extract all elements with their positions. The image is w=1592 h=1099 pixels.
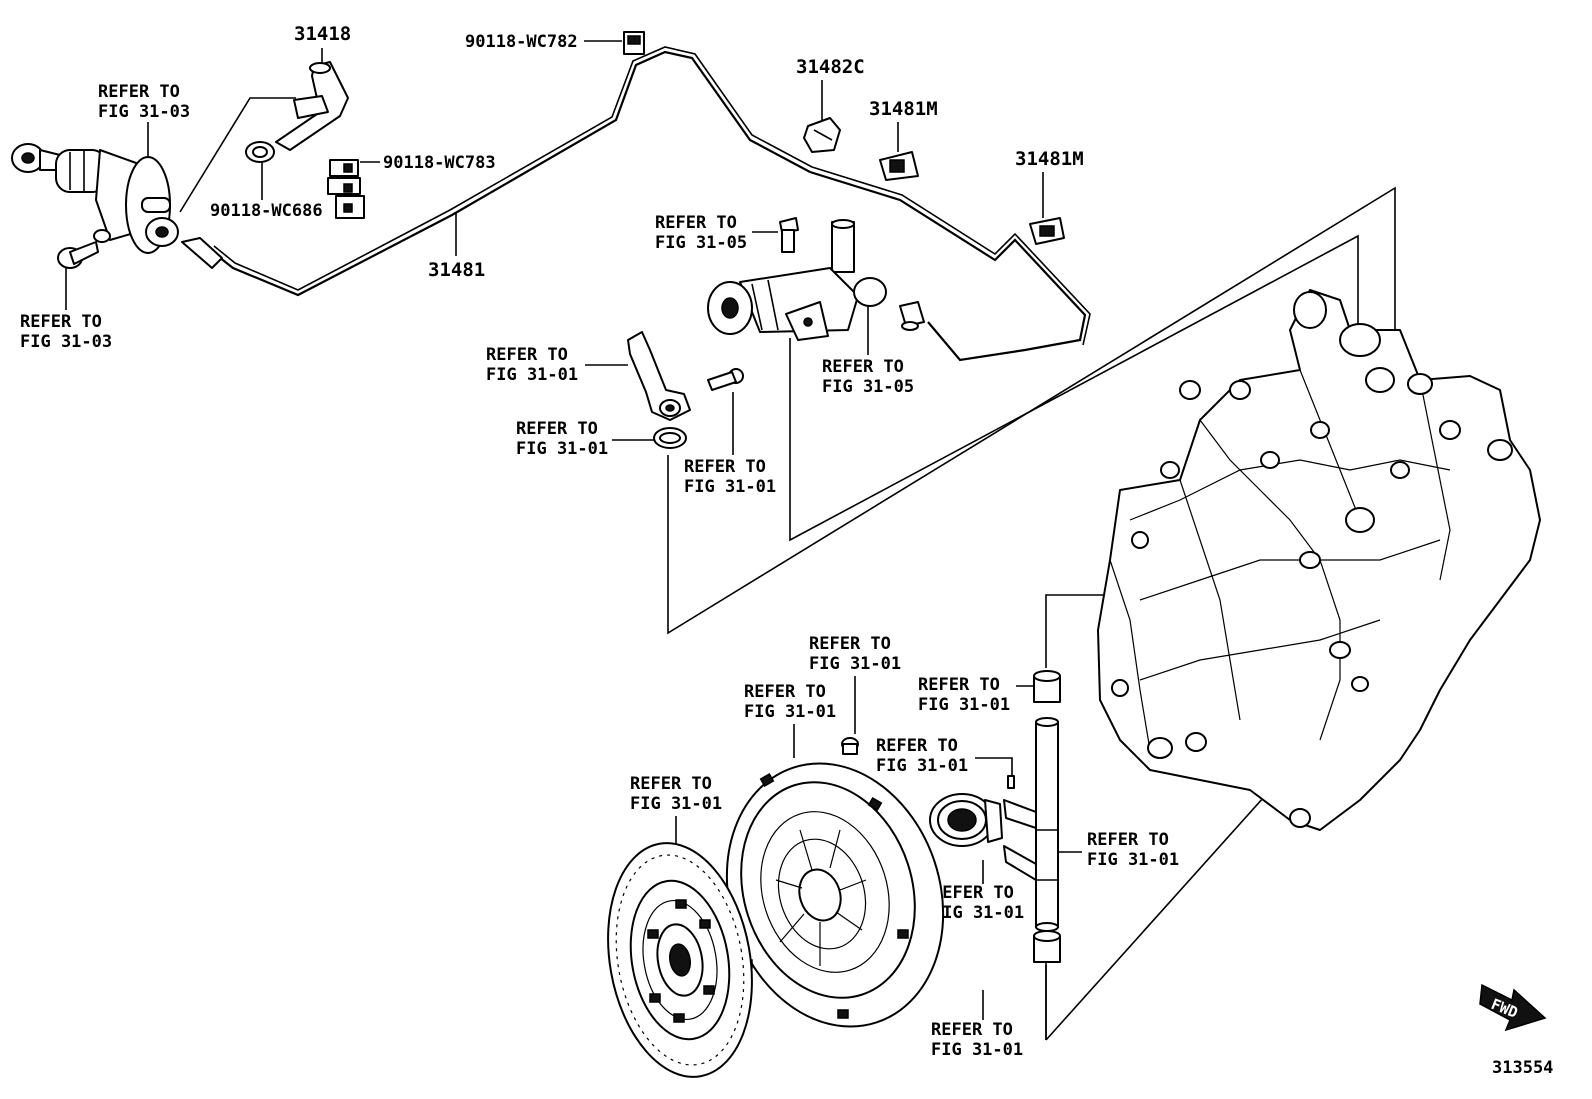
svg-text:FIG 31-01: FIG 31-01 [876,756,968,776]
part-label-31482c[interactable]: 31482C [796,56,865,78]
illustration-number: 313554 [1492,1058,1553,1078]
bolt-pressure-plate[interactable] [841,737,859,755]
svg-text:FIG 31-03: FIG 31-03 [20,332,112,352]
svg-text:FIG 31-01: FIG 31-01 [932,903,1024,923]
svg-text:REFER TO: REFER TO [655,213,737,233]
svg-text:REFER TO: REFER TO [931,1020,1013,1040]
bolt-left[interactable] [57,241,99,269]
refer-label-2[interactable]: REFER TO FIG 31-03 [20,312,112,352]
svg-text:REFER TO: REFER TO [822,357,904,377]
refer-label-6[interactable]: REFER TO FIG 31-01 [516,419,608,459]
svg-text:REFER TO: REFER TO [516,419,598,439]
svg-text:FIG 31-01: FIG 31-01 [931,1040,1023,1060]
clip-90118-wc782[interactable] [623,31,645,55]
tube-clamp-90118-wc783[interactable] [327,159,365,219]
bushing-lower[interactable] [1033,930,1061,963]
refer-label-11[interactable]: REFER TO FIG 31-01 [876,736,968,776]
clip-31481m-b[interactable] [1029,217,1065,245]
svg-text:FIG 31-01: FIG 31-01 [630,794,722,814]
svg-text:REFER TO: REFER TO [20,312,102,332]
svg-text:REFER TO: REFER TO [744,682,826,702]
part-label-31481m-a[interactable]: 31481M [869,98,938,120]
svg-text:FIG 31-01: FIG 31-01 [744,702,836,722]
svg-text:FIG 31-01: FIG 31-01 [516,439,608,459]
svg-text:REFER TO: REFER TO [1087,830,1169,850]
svg-text:REFER TO: REFER TO [98,82,180,102]
part-label-90118-wc783[interactable]: 90118-WC783 [383,153,496,173]
release-lever-arm[interactable] [627,331,691,421]
svg-text:REFER TO: REFER TO [630,774,712,794]
release-bearing[interactable] [929,793,1003,847]
svg-text:REFER TO: REFER TO [809,634,891,654]
svg-text:REFER TO: REFER TO [918,675,1000,695]
release-fork-shaft[interactable] [1003,717,1059,932]
svg-text:FIG 31-01: FIG 31-01 [684,477,776,497]
hose-clamp-90118-wc686[interactable] [245,141,275,163]
washer-ring[interactable] [653,427,687,449]
part-label-31481[interactable]: 31481 [428,259,485,281]
clip-bearing[interactable] [1007,775,1015,789]
transmission-housing [1097,289,1541,831]
svg-text:FIG 31-01: FIG 31-01 [918,695,1010,715]
refer-label-8[interactable]: REFER TO FIG 31-01 [809,634,901,674]
bolt-center-top[interactable] [779,217,799,253]
clip-31481m-a[interactable] [879,151,919,181]
refer-label-1[interactable]: REFER TO FIG 31-03 [98,82,190,122]
refer-label-14[interactable]: REFER TO FIG 31-01 [932,883,1024,923]
part-label-31418[interactable]: 31418 [294,23,351,45]
refer-label-13[interactable]: REFER TO FIG 31-01 [1087,830,1179,870]
leader-lines [65,40,1082,1020]
bushing-upper[interactable] [1033,670,1061,703]
svg-text:REFER TO: REFER TO [932,883,1014,903]
svg-text:REFER TO: REFER TO [684,457,766,477]
refer-label-12[interactable]: REFER TO FIG 31-01 [630,774,722,814]
refer-label-5[interactable]: REFER TO FIG 31-01 [486,345,578,385]
svg-text:REFER TO: REFER TO [876,736,958,756]
flexible-hose-31418[interactable] [275,61,349,151]
release-cylinder-left[interactable] [11,143,223,269]
refer-label-4[interactable]: REFER TO FIG 31-05 [822,357,914,397]
clutch-tube-31481[interactable] [209,46,1091,362]
union-fitting[interactable] [899,301,925,331]
bracket-31482c[interactable] [803,117,841,153]
refer-label-10[interactable]: REFER TO FIG 31-01 [918,675,1010,715]
clutch-cover-pressure-plate[interactable] [694,735,977,1055]
bolt-lever[interactable] [707,368,744,391]
fwd-arrow-icon: FWD [1479,983,1547,1032]
svg-text:FIG 31-01: FIG 31-01 [1087,850,1179,870]
svg-text:FIG 31-03: FIG 31-03 [98,102,190,122]
refer-label-3[interactable]: REFER TO FIG 31-05 [655,213,747,253]
refer-label-9[interactable]: REFER TO FIG 31-01 [744,682,836,722]
part-label-90118-wc782[interactable]: 90118-WC782 [465,32,578,52]
part-label-90118-wc686[interactable]: 90118-WC686 [210,201,323,221]
svg-text:FIG 31-01: FIG 31-01 [486,365,578,385]
clutch-master-cylinder-center[interactable] [707,219,887,341]
part-label-31481m-b[interactable]: 31481M [1015,148,1084,170]
refer-label-7[interactable]: REFER TO FIG 31-01 [684,457,776,497]
svg-text:FIG 31-05: FIG 31-05 [822,377,914,397]
svg-text:FIG 31-01: FIG 31-01 [809,654,901,674]
svg-text:FIG 31-05: FIG 31-05 [655,233,747,253]
svg-text:REFER TO: REFER TO [486,345,568,365]
clutch-disc[interactable] [591,832,770,1089]
refer-label-15[interactable]: REFER TO FIG 31-01 [931,1020,1023,1060]
